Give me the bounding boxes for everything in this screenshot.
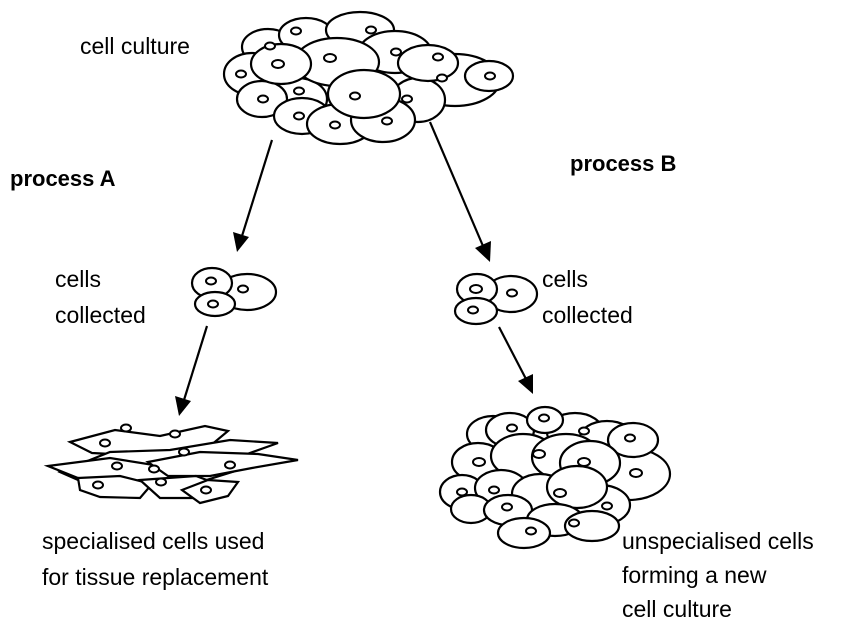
unspecialised-line-1: unspecialised cells [622,528,814,554]
arrow-process-b-top [428,121,491,262]
new-cell-culture [438,405,672,550]
process-b-label: process B [570,151,677,176]
collected-cells-a [190,266,278,318]
arrow-process-a-top [233,139,274,252]
arrow-process-a-bottom [175,325,209,416]
specialised-line-1: specialised cells used [42,528,265,554]
cells-collected-b-line-1: cells [542,266,589,292]
cells-collected-b-line-2: collected [542,302,633,328]
process-a-label: process A [10,166,116,191]
specialised-cells [43,423,299,505]
unspecialised-line-3: cell culture [622,596,732,622]
top-cell-culture [222,10,515,146]
arrow-process-b-bottom [498,326,533,394]
specialised-line-2: for tissue replacement [42,564,269,590]
cells-collected-a-line-1: cells [55,266,102,292]
collected-cells-b [453,272,539,326]
unspecialised-line-2: forming a new [622,562,767,588]
cells-collected-a-line-2: collected [55,302,146,328]
cell-culture-label: cell culture [80,33,190,59]
